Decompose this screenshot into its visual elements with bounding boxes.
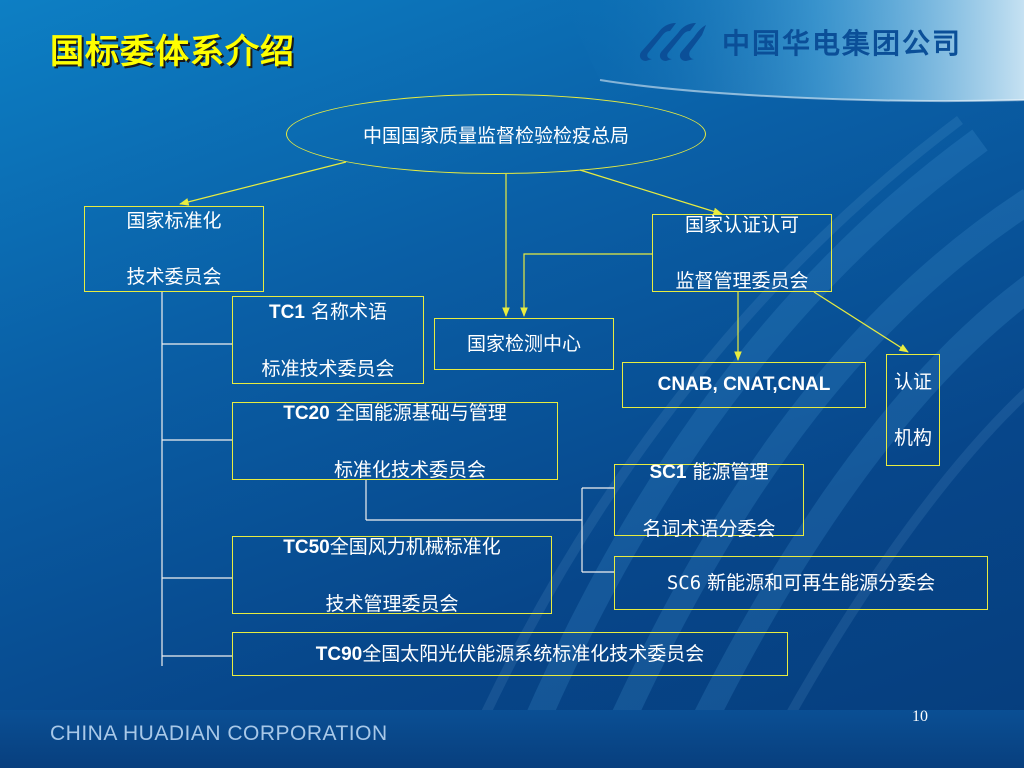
node-sc1: SC1 能源管理 名词术语分委会: [614, 460, 804, 540]
sac-line2: 技术委员会: [126, 266, 222, 288]
sc1-name: 能源管理: [686, 460, 769, 483]
slide-title: 国标委体系介绍: [50, 32, 295, 72]
tc20-code: TC20: [283, 402, 330, 424]
cnca-line2: 监督管理委员会: [675, 270, 809, 292]
node-aqsiq: 中国国家质量监督检验检疫总局: [286, 94, 706, 174]
huadian-logo-icon: [639, 23, 706, 61]
tc20-line2: 标准化技术委员会: [333, 458, 486, 481]
node-cnab: CNAB, CNAT,CNAL: [622, 362, 866, 408]
cnab-label: CNAB, CNAT,CNAL: [657, 374, 831, 395]
sac-line1: 国家标准化: [126, 210, 222, 232]
brand: 中国华电集团公司: [636, 14, 962, 70]
tc50-name: 全国风力机械标准化: [329, 535, 501, 558]
cnca-line1: 国家认证认可: [684, 214, 799, 236]
tc90-code: TC90: [315, 643, 363, 665]
node-cnca: 国家认证认可 监督管理委员会: [652, 214, 832, 292]
node-cert-body: 认证 机构: [886, 354, 940, 466]
tc50-line2: 技术管理委员会: [325, 592, 459, 615]
cert-line1: 认证: [893, 371, 932, 393]
sc1-code: SC1: [649, 461, 687, 483]
tc90-name: 全国太阳光伏能源系统标准化技术委员会: [362, 642, 705, 665]
cert-line2: 机构: [893, 427, 932, 449]
sc6-code: SC6: [666, 572, 702, 594]
tc1-line2: 标准技术委员会: [261, 357, 395, 380]
tc50-code: TC50: [283, 536, 330, 558]
brand-name: 中国华电集团公司: [722, 27, 963, 60]
footer-bar: [0, 710, 1024, 768]
node-tc1: TC1 名称术语 标准技术委员会: [232, 296, 424, 384]
node-sc6: SC6 新能源和可再生能源分委会: [614, 556, 988, 610]
page-number: 10: [912, 708, 928, 725]
tc20-name: 全国能源基础与管理: [329, 401, 507, 424]
sc1-line2: 名词术语分委会: [642, 517, 776, 540]
node-tc50: TC50全国风力机械标准化 技术管理委员会: [232, 535, 552, 615]
node-tc20: TC20 全国能源基础与管理 标准化技术委员会: [232, 401, 558, 481]
node-tc90: TC90全国太阳光伏能源系统标准化技术委员会: [232, 632, 788, 676]
tc1-code: TC1: [269, 301, 305, 323]
node-test-center: 国家检测中心: [434, 318, 614, 370]
sc6-name: 新能源和可再生能源分委会: [701, 572, 936, 594]
node-sac: 国家标准化 技术委员会: [84, 206, 264, 292]
footer-company-name: CHINA HUADIAN CORPORATION: [50, 722, 388, 745]
tc1-name: 名称术语: [304, 300, 387, 323]
